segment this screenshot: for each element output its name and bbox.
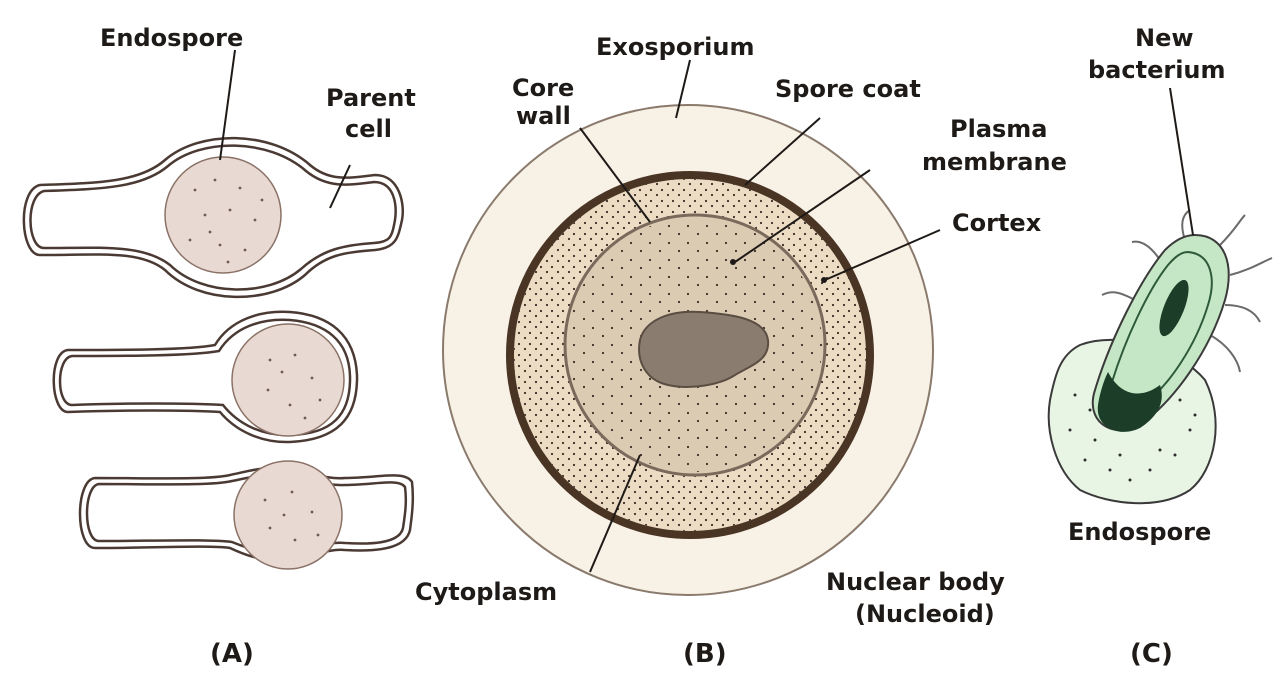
panel-label-a: (A) [210,639,254,669]
panel-a-sporulating-cells [24,138,413,569]
label-core-line1: Core [512,74,574,102]
endospore-a3 [234,461,342,569]
endospore-cross-section [443,105,933,595]
label-exosporium: Exosporium [596,33,754,61]
endospore-a2 [232,324,344,436]
label-plasma-line2: membrane [922,148,1067,176]
label-cortex: Cortex [952,209,1042,237]
label-core-line2: wall [516,102,571,130]
label-parent-line1: Parent [326,84,416,112]
label-spore-coat: Spore coat [775,75,921,103]
label-parent-line2: cell [345,115,392,143]
label-new-line1: New [1135,24,1194,52]
label-endospore-a: Endospore [100,24,243,52]
panel-label-c: (C) [1130,639,1173,669]
panel-label-b: (B) [683,639,727,669]
endospore-a1 [165,157,281,273]
label-new-line2: bacterium [1088,56,1226,84]
label-nuclear-line2: (Nucleoid) [855,600,995,628]
label-cytoplasm: Cytoplasm [415,578,557,606]
cortex-pointer-dot [821,277,827,283]
label-plasma-line1: Plasma [950,115,1048,143]
germinating-endospore [1049,88,1272,503]
new-bacterium-leader [1170,88,1193,235]
label-nuclear-line1: Nuclear body [826,568,1005,596]
label-endospore-c: Endospore [1068,518,1211,546]
panel-labels: (A) (B) (C) [210,639,1173,669]
plasma-membrane-pointer-dot [730,259,736,265]
